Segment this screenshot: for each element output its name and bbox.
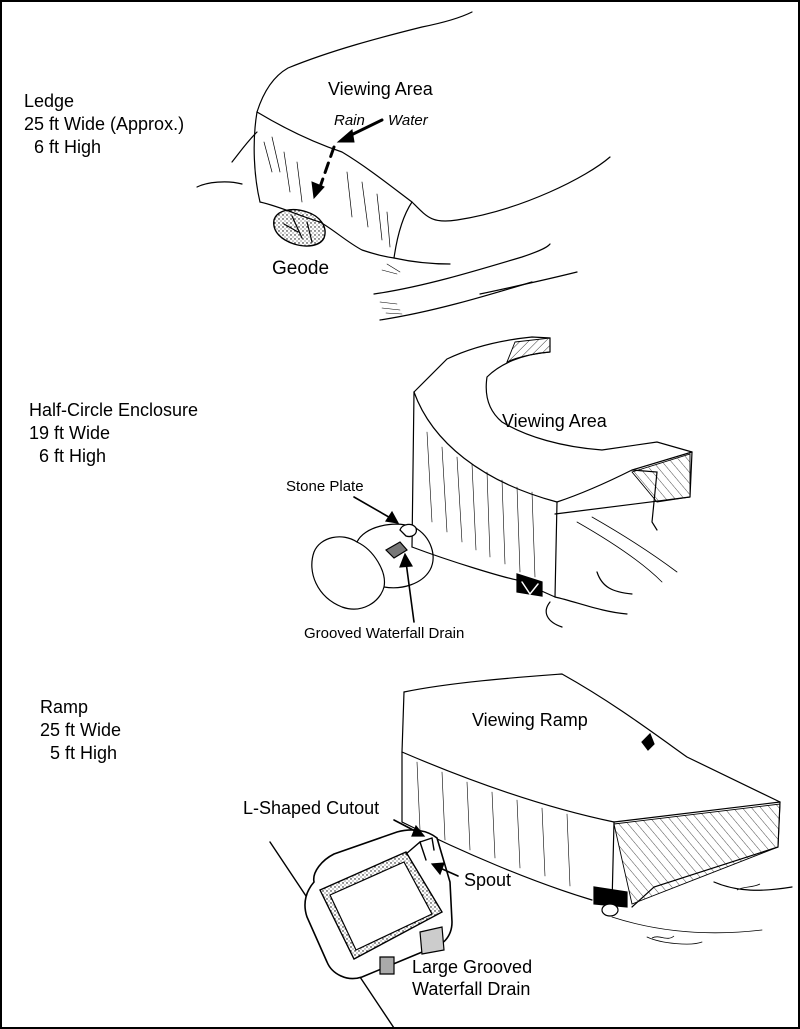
grooved-waterfall-drain-label: Grooved Waterfall Drain — [304, 625, 465, 642]
large-grooved-label: Large Grooved — [412, 957, 533, 977]
ledge-viewing-area-label: Viewing Area — [328, 79, 433, 99]
enclosure-height: 6 ft High — [39, 446, 107, 466]
ramp-sketch — [269, 673, 793, 1027]
rain-label: Rain — [334, 112, 365, 129]
waterfall-drain-label: Waterfall Drain — [412, 979, 531, 999]
geode-label: Geode — [272, 258, 330, 279]
enclosure-title: Half-Circle Enclosure — [29, 400, 199, 420]
enclosure-width: 19 ft Wide — [29, 423, 111, 443]
enclosure-sketch — [311, 336, 693, 628]
water-label: Water — [388, 112, 428, 129]
ledge-height: 6 ft High — [34, 137, 102, 157]
enclosure-spec-block: Half-Circle Enclosure 19 ft Wide 6 ft Hi… — [29, 399, 198, 468]
enclosure-viewing-area-label: Viewing Area — [502, 411, 607, 431]
l-shaped-cutout-label: L-Shaped Cutout — [243, 798, 380, 818]
viewing-ramp-label: Viewing Ramp — [472, 710, 588, 730]
spout-label: Spout — [464, 870, 512, 890]
ledge-width: 25 ft Wide (Approx.) — [24, 114, 185, 134]
ledge-title: Ledge — [24, 91, 75, 111]
ramp-height: 5 ft High — [50, 743, 118, 763]
ledge-sketch — [196, 11, 611, 321]
ramp-width: 25 ft Wide — [40, 720, 122, 740]
stone-plate-label: Stone Plate — [286, 478, 364, 495]
ramp-title: Ramp — [40, 697, 89, 717]
ramp-spec-block: Ramp 25 ft Wide 5 ft High — [40, 696, 121, 765]
ledge-spec-block: Ledge 25 ft Wide (Approx.) 6 ft High — [24, 90, 184, 159]
